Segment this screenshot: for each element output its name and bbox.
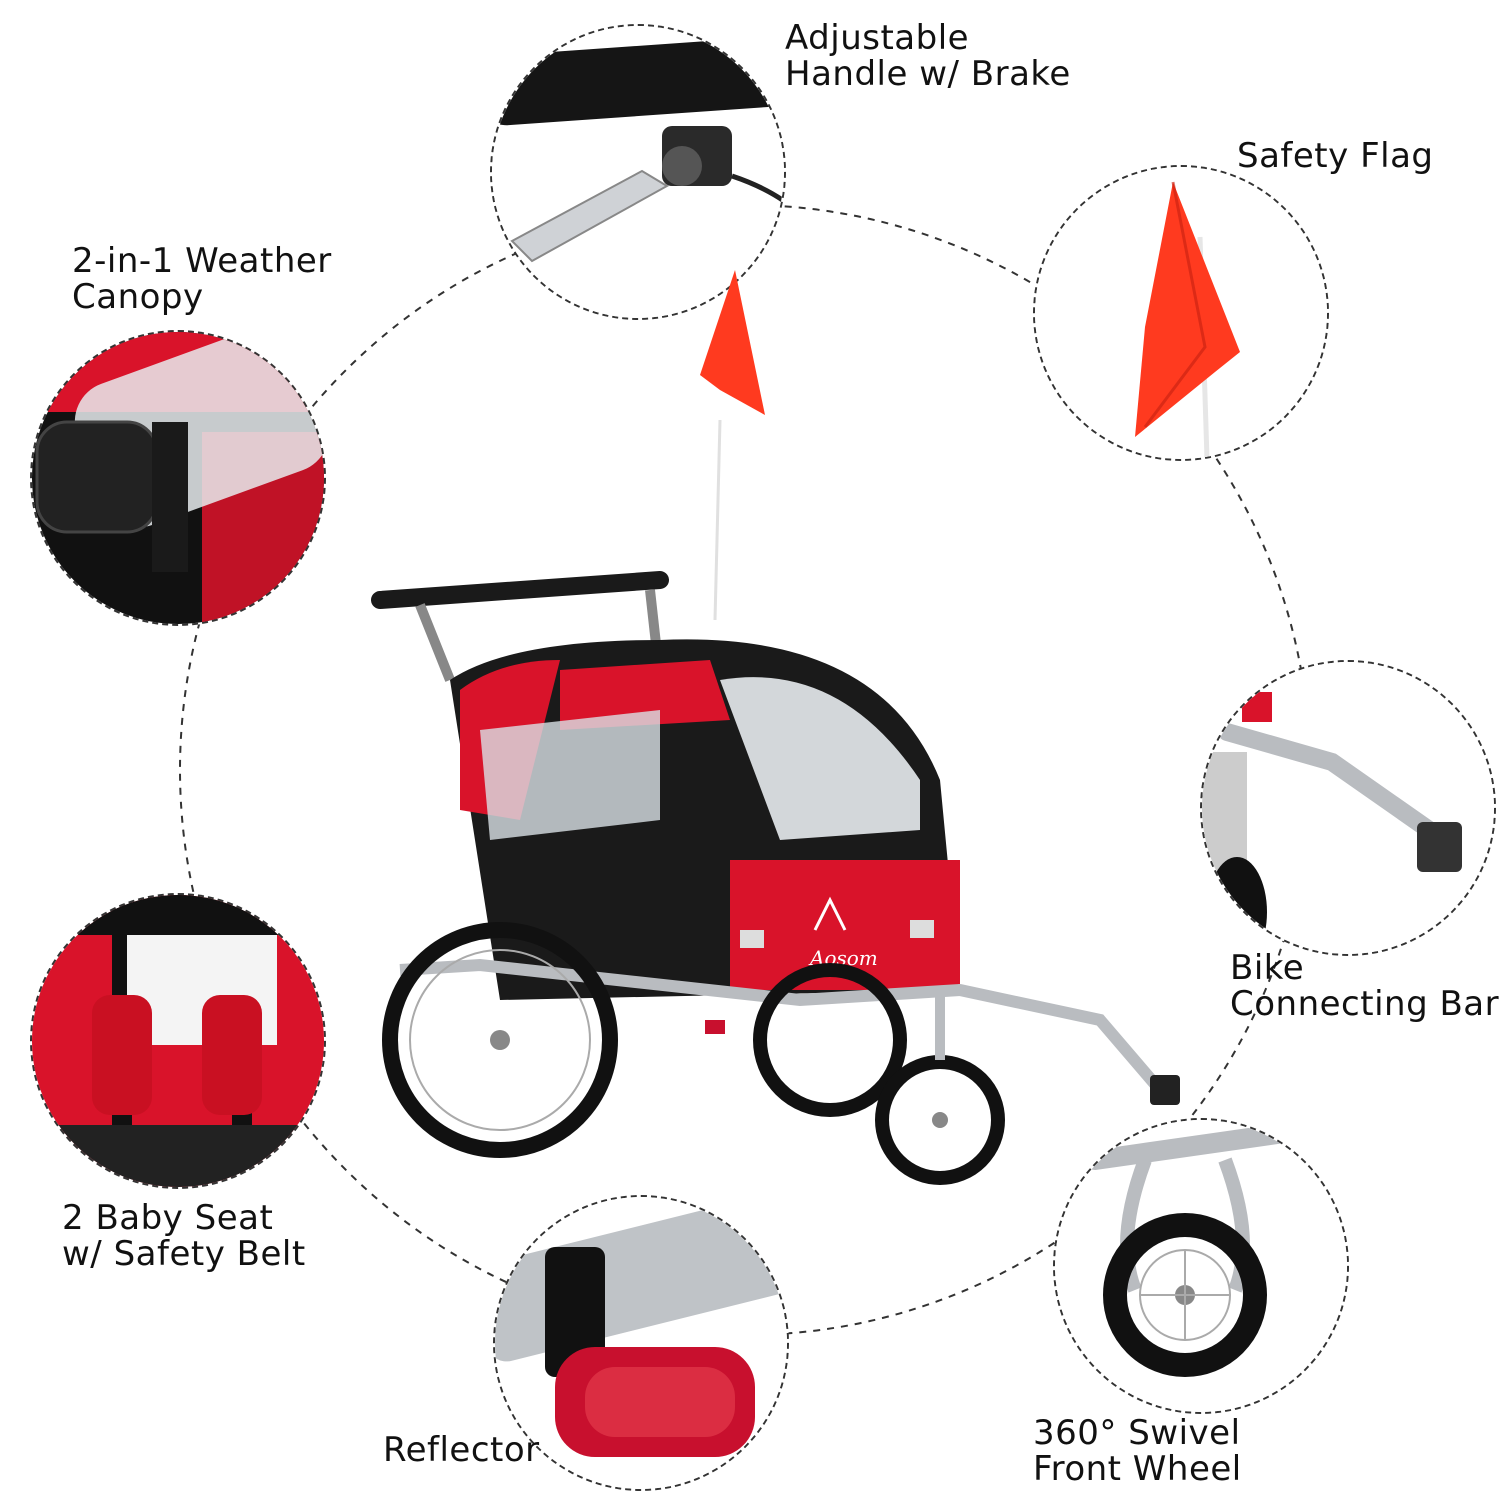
reflector-image [495,1197,787,1489]
handle-label: Adjustable Handle w/ Brake [785,20,1071,92]
front-wheel-label-line2: Front Wheel [1033,1449,1242,1489]
handle-brake-image [492,26,784,318]
connecting-bar-label: Bike Connecting Bar [1230,950,1499,1022]
connecting-bar-detail-circle [1200,660,1496,956]
reflector-detail-circle [493,1195,789,1491]
safety-flag-image [1035,167,1327,459]
front-wheel-detail-circle [1053,1118,1349,1414]
connecting-bar-label-line1: Bike [1230,948,1305,988]
canopy-label: 2-in-1 Weather Canopy [72,243,332,315]
front-wheel-label-line1: 360° Swivel [1033,1413,1241,1453]
bike-trailer-product-image: Aosom [371,270,1180,1185]
reflector-label: Reflector [383,1432,540,1468]
flag-label: Safety Flag [1237,138,1433,174]
trailer-cabin: Aosom [450,639,960,1000]
front-wheel-label: 360° Swivel Front Wheel [1033,1415,1242,1487]
trailer-wheels [382,922,1005,1185]
weather-canopy-image [32,332,324,624]
reflector-label-line1: Reflector [383,1430,540,1470]
flag-detail-circle [1033,165,1329,461]
seat-detail-circle [30,893,326,1189]
canopy-label-line1: 2-in-1 Weather [72,241,332,281]
trailer-flag [700,270,765,621]
handle-label-line2: Handle w/ Brake [785,54,1071,94]
seat-label-line2: w/ Safety Belt [62,1234,306,1274]
handle-detail-circle [490,24,786,320]
swivel-wheel-image [1055,1120,1347,1412]
handle-label-line1: Adjustable [785,18,970,58]
connecting-bar-image [1202,662,1494,954]
canopy-detail-circle [30,330,326,626]
baby-seat-image [32,895,324,1187]
seat-label: 2 Baby Seat w/ Safety Belt [62,1200,306,1272]
connecting-bar-label-line2: Connecting Bar [1230,984,1500,1024]
flag-label-line1: Safety Flag [1237,136,1434,176]
canopy-label-line2: Canopy [72,277,204,317]
seat-label-line1: 2 Baby Seat [62,1198,274,1238]
